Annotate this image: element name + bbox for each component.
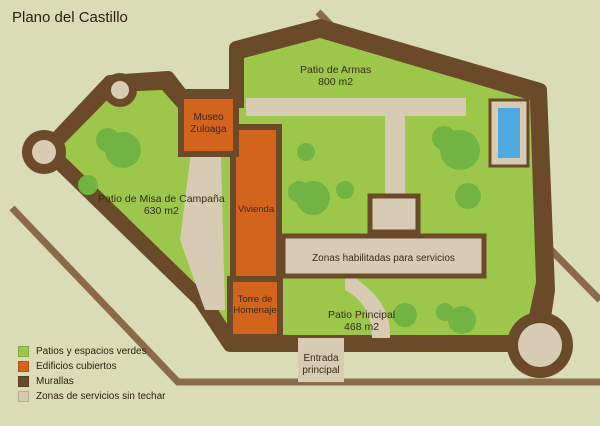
tower-left-inner [32,140,56,164]
beige-square-icon [18,391,29,402]
road-left [9,205,600,386]
label-zonas-servicios-text: Zonas habilitadas para servicios [312,253,455,264]
legend-item: Patios y espacios verdes [18,344,166,359]
services-zone [280,233,487,279]
service-path-left [180,120,225,310]
legend-item: Zonas de servicios sin techar [18,389,166,404]
brown-square-icon [18,376,29,387]
label-patio-armas: Patio de Armas 800 m2 [300,64,371,88]
label-vivienda: Vivienda [236,204,276,216]
label-patio-misa: Patio de Misa de Campaña 630 m2 [98,193,225,217]
tree [78,175,98,195]
label-entrada-line2: principal [302,364,340,376]
label-vivienda-text: Vivienda [237,204,275,215]
service-path-curve [345,272,391,338]
legend: Patios y espacios verdes Edificios cubie… [18,344,166,404]
tower-top-inner [111,81,129,99]
label-museo: Museo Zuloaga [183,112,234,135]
tree [336,181,354,199]
map-title: Plano del Castillo [12,9,128,26]
tree [393,303,417,327]
green-square-icon [18,346,29,357]
tree [455,183,481,209]
label-museo-line2: Zuloaga [190,123,227,135]
label-patio-armas-name: Patio de Armas [300,64,372,76]
legend-label: Edificios cubiertos [36,361,117,372]
label-patio-misa-size: 630 m2 [143,205,179,218]
tree [448,306,476,334]
legend-item: Murallas [18,374,166,389]
label-torre: Torre de Homenaje [232,294,278,317]
legend-label: Zonas de servicios sin techar [36,391,166,402]
label-torre-line1: Torre de [237,294,273,305]
vivienda-building [230,124,282,282]
pool-water [498,108,520,158]
legend-label: Patios y espacios verdes [36,346,147,357]
label-entrada-line1: Entrada [303,353,339,364]
torre-building [227,276,283,340]
label-patio-principal-size: 468 m2 [344,321,380,334]
tree [288,181,310,203]
label-patio-principal-name: Patio Principal [328,309,396,321]
legend-item: Edificios cubiertos [18,359,166,374]
service-path-top [246,98,466,116]
tree [432,126,456,150]
entrance-path [298,338,344,382]
service-path-vertical [385,112,405,196]
label-patio-misa-name: Patio de Misa de Campaña [98,193,225,205]
label-museo-line1: Museo [193,112,224,123]
label-patio-armas-size: 800 m2 [318,76,354,89]
trees [78,126,481,334]
tree [297,143,315,161]
label-patio-principal: Patio Principal 468 m2 [328,309,395,333]
orange-square-icon [18,361,29,372]
label-entrada: Entrada principal [298,353,344,376]
label-zonas-servicios: Zonas habilitadas para servicios [288,253,479,265]
museo-building [178,93,239,157]
legend-label: Murallas [36,376,74,387]
label-torre-line2: Homenaje [233,304,277,316]
tree [436,303,454,321]
tower-right-inner [518,323,562,367]
tree [96,128,120,152]
service-square [367,193,421,235]
